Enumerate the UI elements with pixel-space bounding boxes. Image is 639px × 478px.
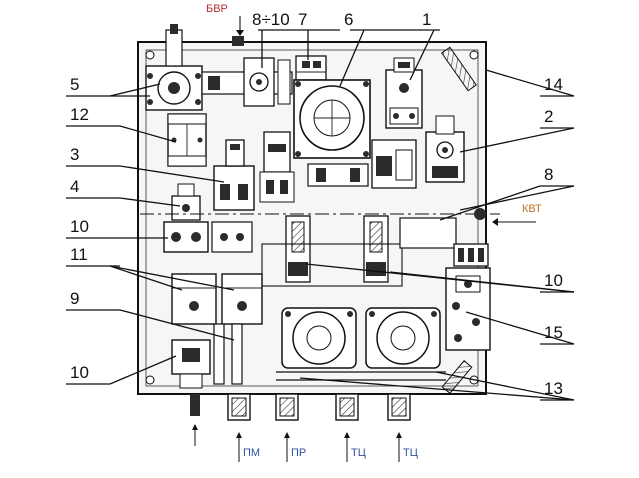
component-13-cylinders — [276, 307, 446, 381]
callout-3: 3 — [70, 145, 79, 164]
component-8-10-fittings — [201, 36, 293, 107]
port-label-tc-1: ТЦ — [351, 447, 366, 459]
component-2-valve — [425, 115, 465, 183]
callout-13: 13 — [544, 379, 563, 398]
component-7 — [295, 55, 327, 81]
component-4-fitting — [171, 183, 201, 221]
port-label-tc-2: ТЦ — [403, 447, 418, 459]
callout-7: 7 — [298, 10, 307, 29]
callout-4: 4 — [70, 177, 79, 196]
leader-lines — [66, 29, 575, 401]
component-small-valve — [259, 131, 295, 203]
callout-labels: 8÷10 7 6 1 5 14 12 2 3 8 4 10 11 10 9 15… — [70, 10, 563, 398]
component-10-left-block — [163, 221, 253, 253]
callout-8-10: 8÷10 — [252, 10, 290, 29]
port-label-pm: ПМ — [243, 447, 260, 459]
component-middle-block — [307, 139, 417, 189]
callout-2: 2 — [544, 107, 553, 126]
callout-10-right: 10 — [544, 271, 563, 290]
callout-1: 1 — [422, 10, 431, 29]
port-label-kvt: КВТ — [522, 203, 542, 215]
callout-12: 12 — [70, 105, 89, 124]
callout-5: 5 — [70, 75, 79, 94]
port-labels: БВР КВТ ПМ ПР ТЦ ТЦ — [206, 3, 542, 459]
port-label-pr: ПР — [291, 447, 306, 459]
component-3-valve — [213, 139, 255, 211]
port-arrows — [192, 16, 536, 462]
component-6-reservoir — [293, 79, 371, 159]
component-12-filter — [167, 113, 207, 167]
bvr-connector — [232, 36, 244, 46]
callout-15: 15 — [544, 323, 563, 342]
callout-10-bottom: 10 — [70, 363, 89, 382]
callout-10-left: 10 — [70, 217, 89, 236]
component-kvt-block — [399, 208, 489, 267]
callout-14: 14 — [544, 75, 563, 94]
component-9-pipe — [213, 323, 243, 385]
callout-9: 9 — [70, 289, 79, 308]
callout-11: 11 — [70, 245, 88, 264]
component-5-valve — [145, 24, 203, 111]
component-10-bottom-valve — [171, 339, 211, 389]
component-1-valve — [385, 57, 423, 129]
callout-8: 8 — [544, 165, 553, 184]
port-label-bvr: БВР — [206, 3, 228, 15]
bottom-connectors — [190, 393, 411, 421]
callout-6: 6 — [344, 10, 353, 29]
